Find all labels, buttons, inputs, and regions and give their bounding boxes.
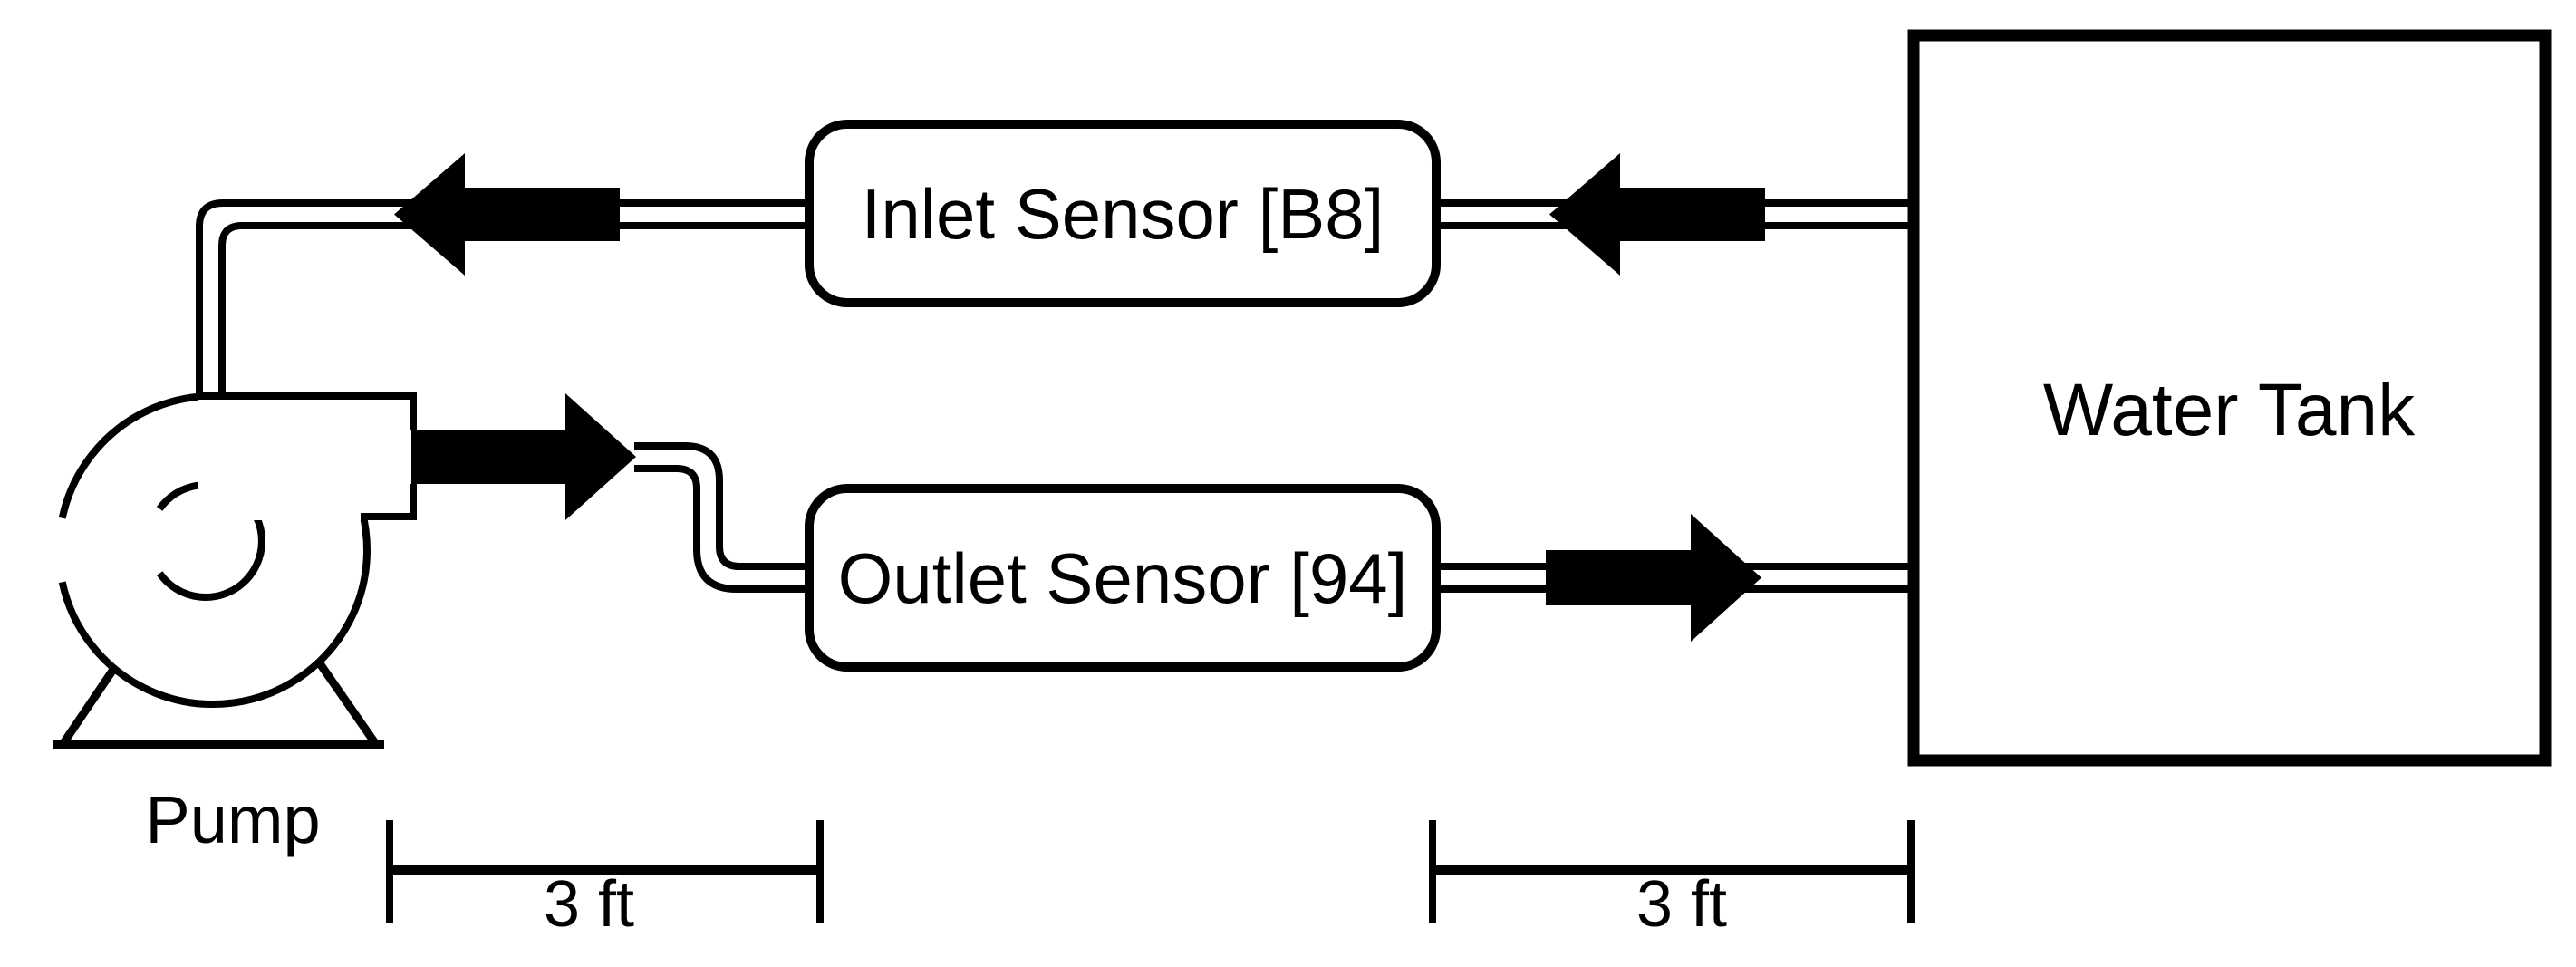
outlet-sensor-box	[805, 484, 1441, 672]
dimension-label-left: 3 ft	[544, 868, 634, 941]
dimension-pump-to-outlet-sensor: 3 ft	[386, 820, 824, 941]
flow-arrow-inlet-to-pump-left-icon	[394, 153, 620, 276]
flow-arrow-outlet-to-tank-right-icon	[1546, 514, 1761, 642]
inlet-sensor-label: Inlet Sensor [B8]	[862, 174, 1384, 254]
pump-discharge-nozzle	[198, 392, 417, 520]
flow-arrow-tank-to-inlet-left-icon	[1549, 153, 1765, 276]
pump-symbol	[53, 392, 417, 749]
inlet-sensor-box	[805, 120, 1441, 307]
pipe-pump-to-outlet-sensor	[634, 442, 809, 593]
pipe-inlet-sensor-to-pump	[196, 199, 809, 400]
dimension-outlet-sensor-to-tank: 3 ft	[1429, 820, 1915, 941]
pump-impeller-arc	[156, 481, 265, 601]
water-tank-label: Water Tank	[2043, 369, 2416, 451]
pump-label: Pump	[145, 782, 320, 857]
dimension-label-right: 3 ft	[1636, 868, 1727, 941]
outlet-sensor-label: Outlet Sensor [94]	[838, 538, 1408, 618]
water-tank-box	[1907, 29, 2552, 767]
flow-arrow-pump-to-outlet-right-icon	[411, 393, 636, 520]
